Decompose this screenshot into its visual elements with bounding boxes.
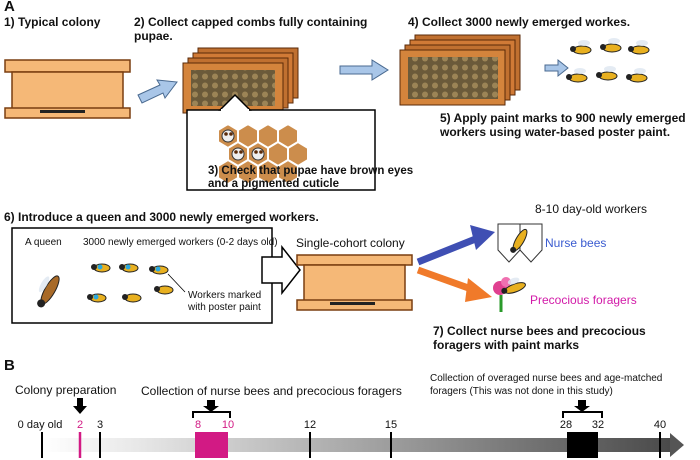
step5-label-line1: 5) Apply paint marks to 900 newly emerge… [440,111,686,125]
panel-b-letter: B [4,357,15,374]
tick-label-0: 0 day old [17,419,63,431]
highlight-8-10 [195,432,228,458]
arrow-step2-to-4 [339,59,389,81]
marked-workers-group [87,263,186,303]
step4-label: 4) Collect 3000 newly emerged workes. [408,15,631,29]
comb-cells [217,122,309,186]
arrow-step1-to-2 [137,79,178,104]
marked-label-line1: Workers marked [188,290,262,301]
marked-label-line2: with poster paint [188,302,261,313]
queen-icon [37,275,60,308]
tick-label-2: 2 [76,419,84,431]
colony-prep-label: Colony preparation [15,383,117,397]
tick-label-10: 10 [221,419,235,431]
age-label: 8-10 day-old workers [535,202,648,216]
arrow-to-foragers [416,266,492,302]
tick-label-12: 12 [303,419,317,431]
collection-nurse-label: Collection of nurse bees and precocious … [141,384,402,398]
nurse-bees-label: Nurse bees [545,236,607,250]
step3-label-line2: and a pigmented cuticle [208,178,339,190]
arrow-to-workers [544,58,569,78]
step1-label: 1) Typical colony [4,15,101,29]
highlight-28-32 [567,432,598,458]
tick-label-28: 28 [559,419,573,431]
forager-bee-icon [493,277,526,312]
tick-label-3: 3 [96,419,104,431]
panel-a-letter: A [4,0,15,15]
arrow-to-nurse-bees [416,225,495,266]
collection-over-label-line1: Collection of overaged nurse bees and ag… [430,373,663,384]
timeline [41,398,684,458]
typical-colony-hive [4,59,131,119]
tick-label-15: 15 [384,419,398,431]
single-cohort-label: Single-cohort colony [296,236,405,250]
introduce-box [11,227,273,324]
step7-label-line2: foragers with paint marks [433,338,580,352]
step3-label-line1: 3) Check that pupae have brown eyes [208,165,414,177]
tick-label-40: 40 [653,419,667,431]
nurse-bee-icon [497,223,543,263]
collection-over-label-line2: foragers (This was not done in this stud… [430,386,613,397]
step7-label-line1: 7) Collect nurse bees and precocious [433,324,646,338]
tick-label-8: 8 [194,419,202,431]
queen-label: A queen [25,237,62,248]
pupa-icon [221,129,265,161]
workers-label: 3000 newly emerged workers (0-2 days old… [83,237,278,248]
step2-label-line1: 2) Collect capped combs fully containing [134,15,368,29]
precocious-foragers-label: Precocious foragers [530,293,637,307]
step2-label-line2: pupae. [134,29,173,43]
tick-label-32: 32 [591,419,605,431]
emerged-frames [399,34,521,106]
single-cohort-hive [296,254,413,311]
worker-bees-group [566,38,650,83]
step6-label: 6) Introduce a queen and 3000 newly emer… [4,210,319,224]
arrow-into-colony [261,244,301,296]
step5-label-line2: workers using water-based poster paint. [440,125,671,139]
